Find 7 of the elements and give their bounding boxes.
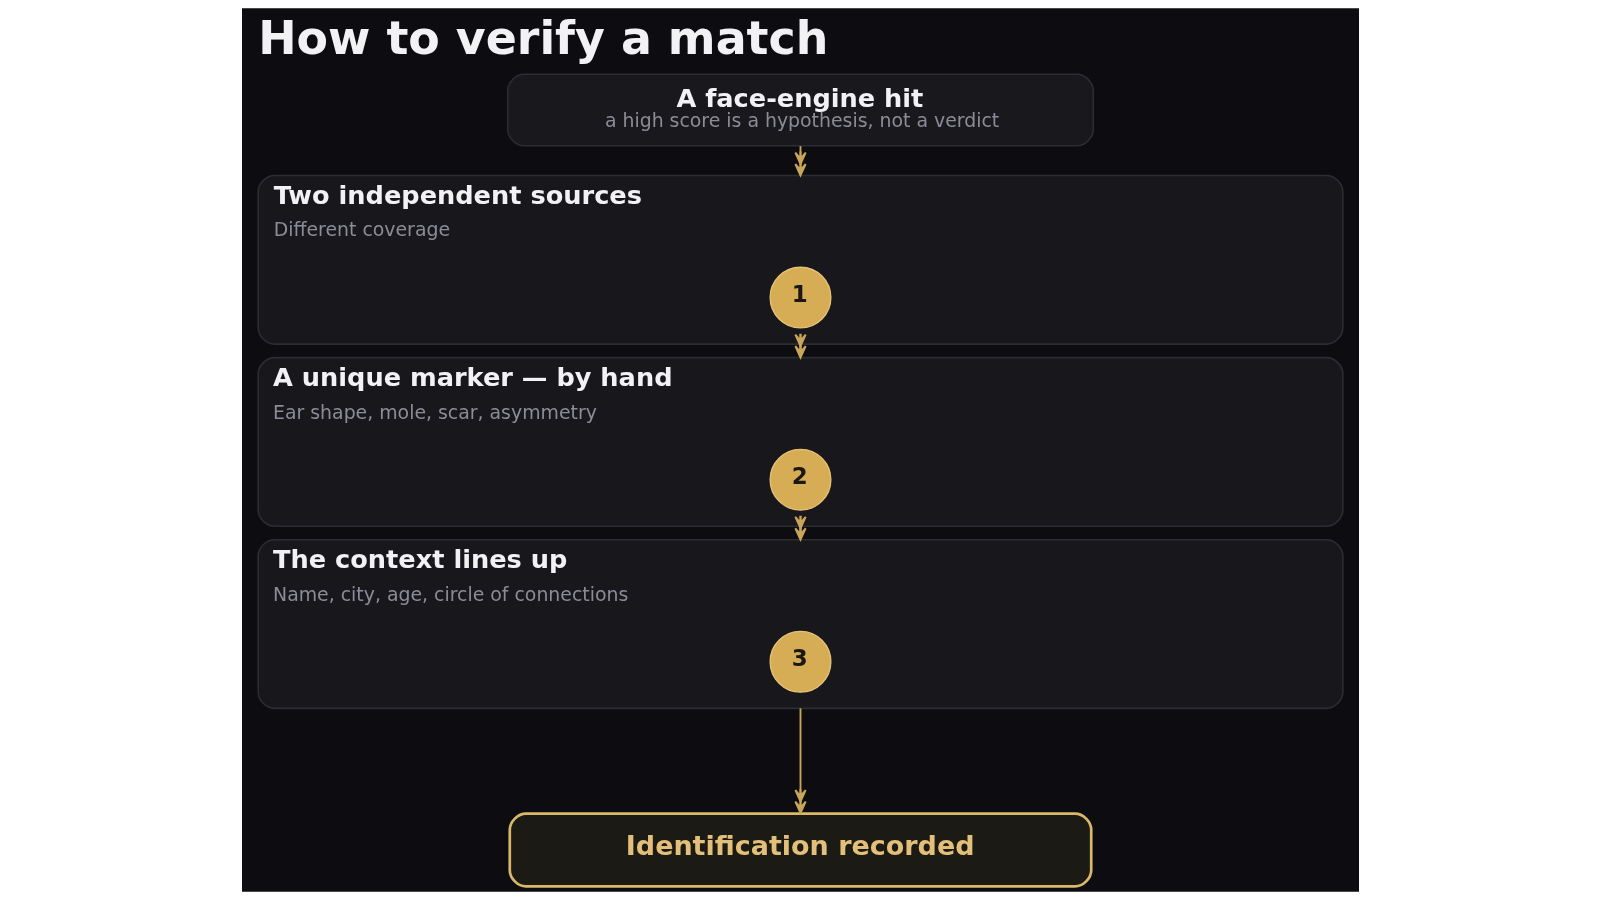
node-circle: 2 [768, 448, 832, 511]
node-circle: 3 [768, 630, 832, 693]
node-box: Identification recorded [507, 812, 1093, 888]
arrow [793, 707, 807, 814]
diagram-title: How to verify a match [257, 11, 828, 66]
node-circle: 1 [768, 266, 832, 329]
node-box: A face-engine hit a high score is a hypothesis, not a verdict [506, 73, 1094, 147]
